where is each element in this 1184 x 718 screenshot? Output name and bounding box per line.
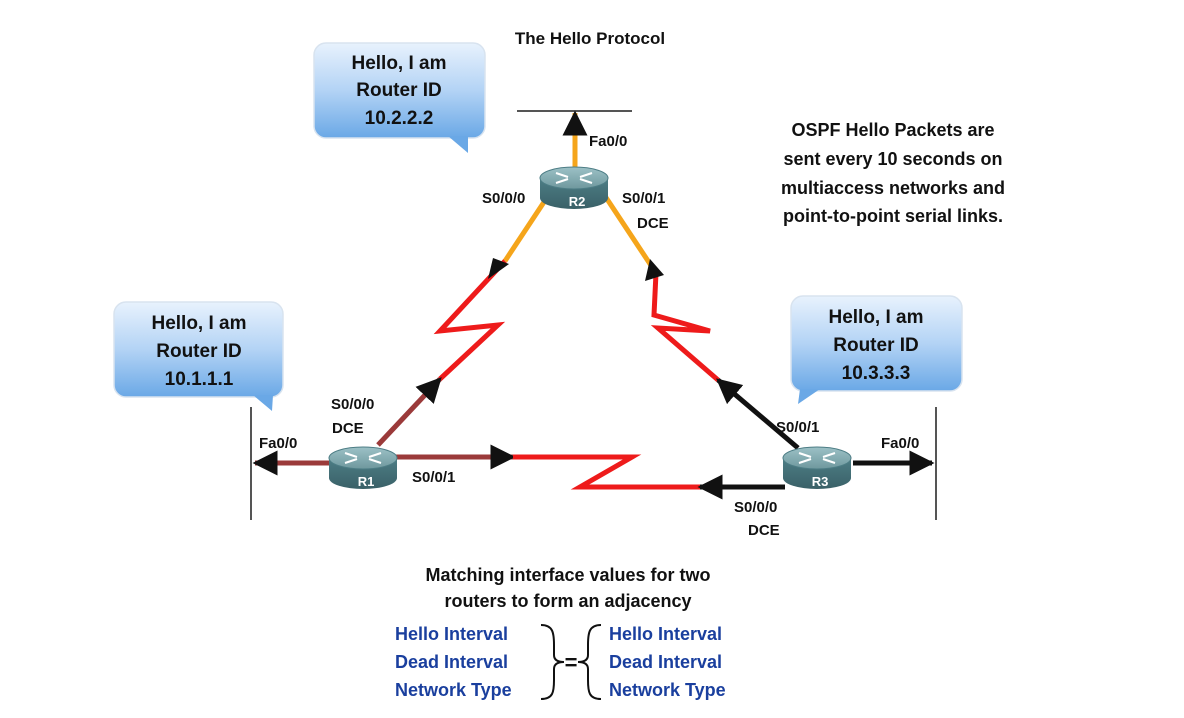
interface-label: S0/0/1 [776,419,819,436]
interface-label: Fa0/0 [259,435,297,452]
interface-label: S0/0/0 [734,499,777,516]
hello-bubble-r3: Hello, I am Router ID 10.3.3.3 [790,295,963,404]
router-arrows-icon [798,452,836,464]
interface-label: DCE [637,215,669,232]
note-line: OSPF Hello Packets are [791,120,994,140]
arrow-head [645,259,664,281]
router-arrows-icon [344,452,382,464]
bubble-line: Router ID [833,335,919,356]
router-name: R2 [569,194,586,209]
hello-bubble-r1: Hello, I am Router ID 10.1.1.1 [113,301,284,411]
interface-label: DCE [748,522,780,539]
bubble-line: Hello, I am [351,53,446,74]
link-segment-maroon [376,377,442,447]
interface-label: S0/0/1 [412,469,455,486]
right-value: Network Type [609,680,726,700]
hello-packet-note: OSPF Hello Packets are sent every 10 sec… [781,120,1005,226]
note-line: multiaccess networks and [781,178,1005,198]
note-line: point-to-point serial links. [783,206,1003,226]
bubble-line: 10.1.1.1 [165,369,234,390]
serial-zigzag [513,454,700,490]
serial-zigzag [650,272,720,382]
interface-label: Fa0/0 [589,133,627,150]
serial-zigzag [433,259,507,381]
bubble-line: 10.3.3.3 [842,363,911,384]
equals-sign: = [565,650,578,675]
left-value: Hello Interval [395,624,508,644]
diagram-title: The Hello Protocol [515,29,665,48]
left-brace-icon [540,624,565,700]
link-r1-r2 [376,194,551,447]
note-line: sent every 10 seconds on [783,149,1002,169]
interface-label: Fa0/0 [881,435,919,452]
bubble-body [790,295,963,392]
link-r2-r3 [602,194,800,450]
bubble-tail [798,389,820,404]
interface-label: S0/0/1 [622,190,665,207]
caption-line: routers to form an adjacency [444,591,691,611]
left-value: Dead Interval [395,652,508,672]
arrow-head [488,258,509,279]
router-r2[interactable]: R2 [539,166,609,209]
hello-bubble-r2: Hello, I am Router ID 10.2.2.2 [313,42,486,153]
interface-label: S0/0/0 [482,190,525,207]
link-r1-r3 [395,444,785,500]
adjacency-caption: Matching interface values for two router… [395,565,726,700]
bubble-line: Router ID [156,341,242,362]
link-segment-black [716,378,800,450]
router-arrows-icon [555,172,593,184]
right-value: Hello Interval [609,624,722,644]
left-value: Network Type [395,680,512,700]
bubble-body [313,42,486,139]
bubble-line: 10.2.2.2 [365,108,434,129]
interface-label: DCE [332,420,364,437]
router-name: R1 [358,474,375,489]
bubble-line: Hello, I am [151,313,246,334]
bubble-tail [253,395,273,411]
link-segment-orange [602,194,659,275]
link-segment-orange [502,194,551,263]
router-r1[interactable]: R1 [328,446,398,489]
bubble-body [113,301,284,398]
right-value: Dead Interval [609,652,722,672]
bubble-line: Hello, I am [828,307,923,328]
right-brace-icon [577,624,602,700]
router-r3[interactable]: R3 [782,446,852,489]
interface-label: S0/0/0 [331,396,374,413]
bubble-tail [448,136,468,153]
bubble-line: Router ID [356,80,442,101]
router-name: R3 [812,474,829,489]
caption-line: Matching interface values for two [425,565,710,585]
